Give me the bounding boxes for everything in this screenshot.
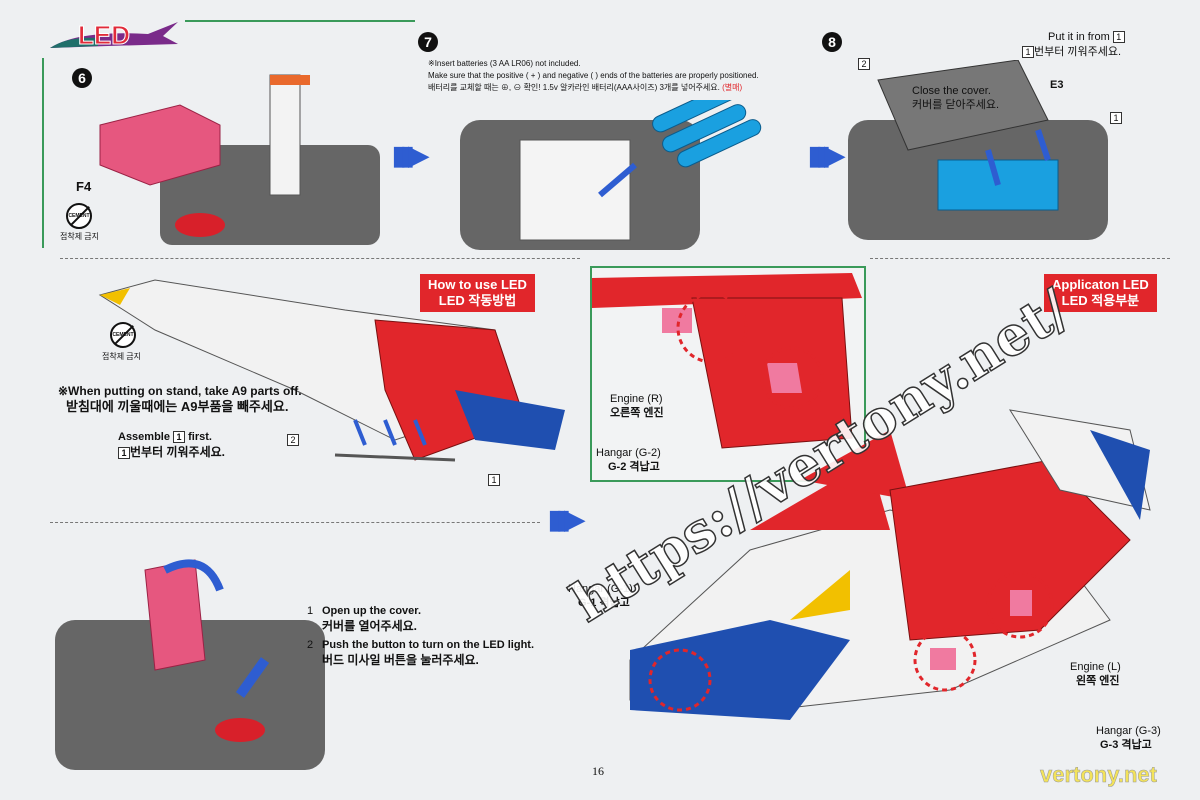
green-border	[42, 58, 44, 248]
put-in-en: Put it in from 1	[1048, 30, 1125, 44]
step-number: 6	[72, 68, 92, 88]
part-label-f4: F4	[76, 179, 92, 194]
step-2-number: 2	[307, 639, 314, 651]
hangar-g2-ko: G-2 격납고	[608, 461, 660, 473]
no-glue-label: 접착제 금지	[102, 352, 142, 361]
hangar-g3-en: Hangar (G-3)	[1096, 725, 1161, 737]
push-button-ko: 버드 미사일 버튼을 눌러주세요.	[322, 653, 479, 667]
divider	[870, 258, 1170, 259]
hangar-g1-ko: G-1 격납고	[578, 597, 630, 609]
step-number: 7	[418, 32, 438, 52]
stand-note-ko: 받침대에 끼울때에는 A9부품을 빼주세요.	[66, 399, 289, 414]
divider	[60, 258, 580, 259]
engine-l-en: Engine (L)	[1070, 661, 1121, 673]
engine-detail-illustration	[592, 273, 862, 449]
open-cover-ko: 커버를 열어주세요.	[322, 619, 417, 633]
hangar-g1-en: Hangar (G-1)	[568, 583, 633, 595]
part-label-2: 2	[287, 434, 299, 446]
step-1-number: 1	[307, 605, 314, 617]
operate-illustration	[55, 559, 325, 770]
engine-r-ko: 오른쪽 엔진	[610, 407, 664, 419]
battery-note-3: 배터리를 교체할 때는 ⊕, ⊖ 확인! 1.5v 알카라인 배터리(AAA사이…	[428, 83, 743, 92]
ship-application-illustration	[629, 409, 1151, 720]
part-label-2: 2	[858, 58, 870, 70]
engine-l-ko: 왼쪽 엔진	[1076, 675, 1120, 687]
step-number: 8	[822, 32, 842, 52]
open-cover-en: Open up the cover.	[322, 605, 422, 617]
part-label-e3: E3	[1050, 79, 1064, 91]
ship-on-stand-illustration	[98, 279, 565, 462]
detail-inset	[590, 266, 866, 482]
green-border-top	[185, 20, 415, 22]
engine-r-en: Engine (R)	[610, 393, 663, 405]
no-cement-icon: CEMENT	[110, 322, 136, 348]
led-logo: LED	[48, 18, 178, 52]
stand-note-en: ※When putting on stand, take A9 parts of…	[58, 384, 302, 398]
part-label-1: 1	[488, 474, 500, 486]
close-cover-en: Close the cover.	[912, 85, 991, 97]
push-button-en: Push the button to turn on the LED light…	[322, 639, 535, 651]
close-cover-ko: 커버를 닫아주세요.	[912, 99, 1000, 111]
next-arrow-icon: ▮▮▶	[808, 140, 845, 170]
next-arrow-icon: ▮▮▶	[548, 504, 585, 534]
step6-illustration	[99, 74, 380, 245]
assemble-en: Assemble 1 first.	[118, 431, 212, 444]
divider	[50, 522, 540, 523]
next-arrow-icon: ▮▮▶	[392, 140, 429, 170]
step7-illustration	[460, 100, 762, 250]
hangar-g2-en: Hangar (G-2)	[596, 447, 661, 459]
battery-note-1: ※Insert batteries (3 AA LR06) not includ…	[428, 59, 581, 68]
no-cement-icon: CEMENT	[66, 203, 92, 229]
watermark-corner: vertony.net	[1040, 762, 1157, 788]
hangar-g3-ko: G-3 격납고	[1100, 739, 1152, 751]
no-glue-label: 접착제 금지	[60, 232, 100, 241]
part-label-1: 1	[1110, 112, 1122, 124]
battery-note-2: Make sure that the positive ( + ) and ne…	[428, 71, 759, 80]
step8-illustration	[848, 60, 1108, 240]
page-number: 16	[592, 764, 604, 778]
